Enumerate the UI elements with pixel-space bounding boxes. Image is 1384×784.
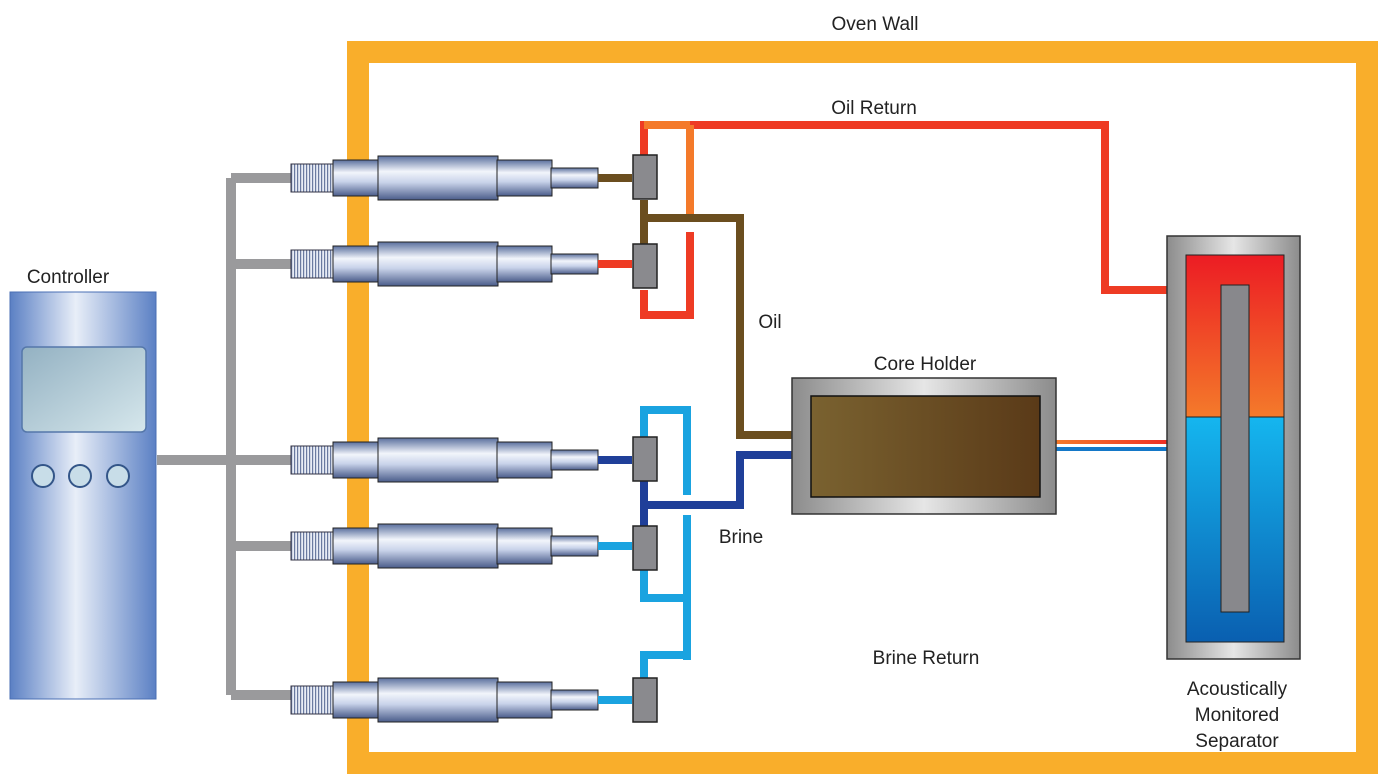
controller-lines	[157, 173, 300, 700]
oil-line	[598, 174, 795, 439]
syringe-pump	[290, 155, 632, 201]
controller-label: Controller	[27, 267, 110, 288]
pump-body	[332, 441, 380, 479]
valve	[632, 677, 658, 723]
pump-barrel	[377, 677, 499, 723]
pump-body	[332, 527, 380, 565]
separator-label-3: Separator	[1195, 731, 1279, 752]
pump-barrel	[377, 437, 499, 483]
controller	[9, 291, 157, 700]
core-sample	[810, 395, 1041, 498]
pump-body	[496, 681, 553, 719]
pump-tip	[550, 167, 599, 189]
acoustic-sensor-rod	[1220, 284, 1250, 613]
pump-body	[332, 245, 380, 283]
brine-return-label: Brine Return	[873, 648, 980, 669]
pump-motor	[290, 531, 334, 561]
oven-wall	[347, 41, 1378, 774]
pump-tip	[550, 253, 599, 275]
pump-motor	[290, 685, 334, 715]
pump-barrel	[377, 241, 499, 287]
oil-return-line	[598, 121, 1190, 319]
syringe-pump	[290, 241, 632, 287]
pump-body	[332, 159, 380, 197]
controller-button	[31, 464, 55, 488]
pump-tip	[550, 449, 599, 471]
pump-body	[496, 527, 553, 565]
pump-motor	[290, 163, 334, 193]
valve	[632, 243, 658, 289]
valve	[632, 154, 658, 200]
controller-button	[68, 464, 92, 488]
pump-body	[332, 681, 380, 719]
core-holder	[791, 377, 1057, 515]
valves	[632, 154, 658, 723]
brine-return-line	[598, 406, 1190, 704]
brine-line	[598, 451, 795, 528]
core-holder-label: Core Holder	[874, 354, 977, 375]
pump-body	[496, 441, 553, 479]
pump-barrel	[377, 523, 499, 569]
pump-tip	[550, 535, 599, 557]
syringe-pump	[290, 523, 632, 569]
oven-wall-label: Oven Wall	[832, 14, 919, 35]
brine-label: Brine	[719, 527, 763, 548]
valve	[632, 525, 658, 571]
separator-label-1: Acoustically	[1187, 679, 1288, 700]
controller-screen	[21, 346, 147, 433]
pump-body	[496, 159, 553, 197]
separator	[1166, 235, 1301, 660]
oil-label: Oil	[758, 312, 781, 333]
pump-body	[496, 245, 553, 283]
pump-motor	[290, 249, 334, 279]
pump-motor	[290, 445, 334, 475]
separator-label-2: Monitored	[1195, 705, 1280, 726]
pump-barrel	[377, 155, 499, 201]
valve	[632, 436, 658, 482]
controller-button	[106, 464, 130, 488]
oil-return-label: Oil Return	[831, 98, 917, 119]
pump-tip	[550, 689, 599, 711]
syringe-pump	[290, 677, 632, 723]
syringe-pump	[290, 437, 632, 483]
